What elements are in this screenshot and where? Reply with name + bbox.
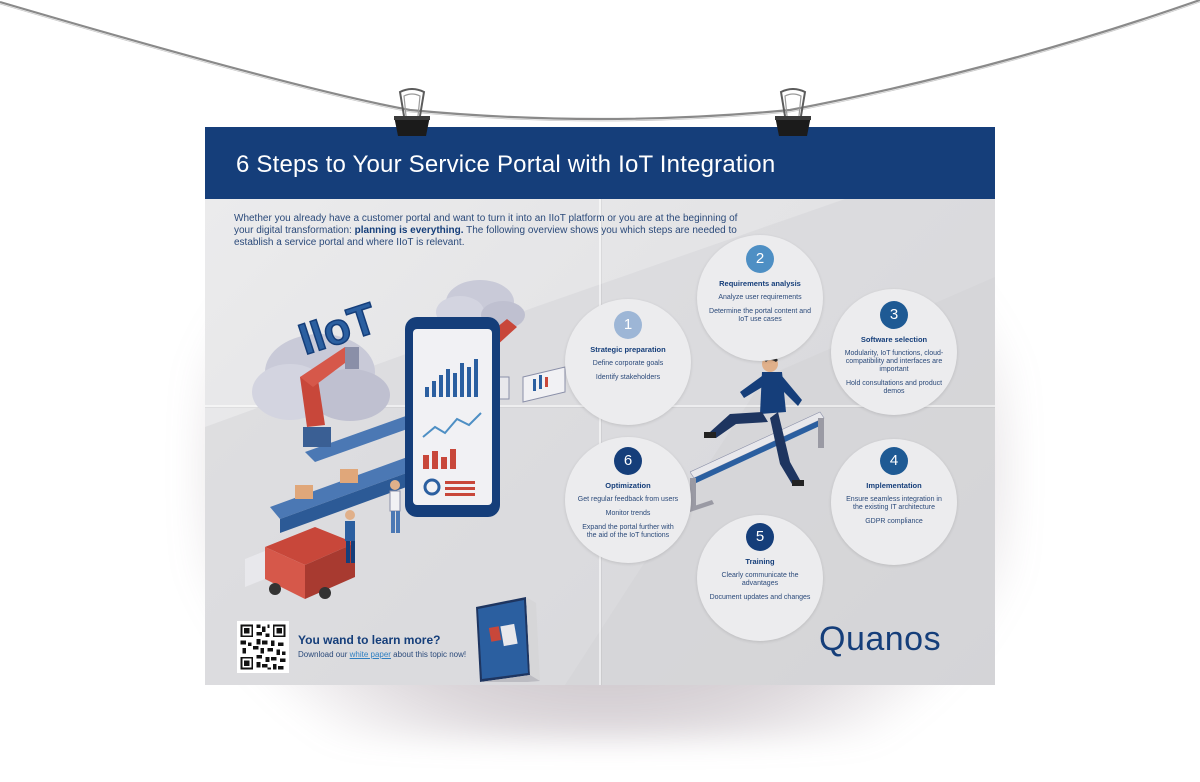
- bar-chart-icon: [425, 359, 478, 397]
- step-number-1: 1: [614, 311, 642, 339]
- step-card-6: 6 Optimization Get regular feedback from…: [565, 437, 691, 563]
- step-number-3: 3: [880, 301, 908, 329]
- white-paper-cover-icon: [476, 597, 540, 682]
- iiot-factory-illustration: IIoT: [245, 280, 566, 599]
- package-icon: [340, 469, 358, 483]
- qr-code-icon[interactable]: [237, 621, 289, 673]
- step-title-4: Implementation: [866, 481, 922, 490]
- intro-part2: The following overview shows you which s…: [234, 225, 737, 248]
- hurdle-runner-illustration: [690, 356, 825, 512]
- businessman-figure: [704, 356, 804, 486]
- poster: 6 Steps to Your Service Portal with IoT …: [205, 127, 995, 685]
- step-item: Determine the portal content and IoT use…: [709, 308, 811, 323]
- robot-arm-icon: [300, 347, 359, 447]
- binder-clip-icon: [394, 88, 430, 136]
- learn-more-text-before: Download our: [298, 650, 350, 659]
- poster-title: 6 Steps to Your Service Portal with IoT …: [236, 151, 776, 178]
- step-item: Expand the portal further with the aid o…: [582, 524, 674, 539]
- step-title-6: Optimization: [605, 481, 651, 490]
- step-card-4: 4 Implementation Ensure seamless integra…: [831, 439, 957, 565]
- quanos-logo: Quanos: [819, 620, 942, 658]
- learn-more-text-after: about this topic now!: [390, 650, 467, 659]
- step-card-2: 2 Requirements analysis Analyze user req…: [697, 235, 823, 361]
- monitor-icon: [522, 366, 566, 403]
- step-card-1: 1 Strategic preparation Define corporate…: [565, 299, 691, 425]
- step-title-5: Training: [745, 557, 775, 566]
- step-item: Define corporate goals: [592, 360, 664, 367]
- step-item: Modularity, IoT functions, cloud-compati…: [844, 350, 944, 373]
- step-number-4: 4: [880, 447, 908, 475]
- poster-header: 6 Steps to Your Service Portal with IoT …: [205, 127, 995, 199]
- binder-clip-icon: [775, 88, 811, 136]
- smartphone-icon: [405, 317, 500, 517]
- step-number-5: 5: [746, 523, 774, 551]
- step-item: Hold consultations and product demos: [845, 380, 943, 395]
- step-title-3: Software selection: [860, 335, 928, 344]
- step-item: Analyze user requirements: [718, 294, 802, 301]
- intro-part1: Whether you already have a customer port…: [234, 213, 738, 236]
- step-number-2: 2: [746, 245, 774, 273]
- learn-more-text: Download our white paper about this topi…: [298, 650, 466, 659]
- step-item: GDPR compliance: [865, 518, 923, 525]
- step-title-2: Requirements analysis: [719, 279, 801, 288]
- step-item: Ensure seamless integration in the exist…: [846, 496, 942, 511]
- step-item: Get regular feedback from users: [577, 496, 679, 503]
- white-paper-link[interactable]: white paper: [349, 650, 391, 659]
- step-item: Identify stakeholders: [595, 374, 661, 381]
- step-item: Clearly communicate the advantages: [721, 572, 799, 587]
- hanging-wire: [0, 0, 1200, 122]
- intro-text: Whether you already have a customer port…: [234, 213, 744, 249]
- truck-icon: [245, 527, 355, 599]
- step-card-5: 5 Training Clearly communicate the advan…: [697, 515, 823, 641]
- step-card-3: 3 Software selection Modularity, IoT fun…: [831, 289, 957, 415]
- dashboard-bars: [423, 449, 456, 469]
- worker-figure: [389, 480, 401, 533]
- step-number-6: 6: [614, 447, 642, 475]
- step-item: Document updates and changes: [709, 594, 811, 601]
- package-icon: [295, 485, 313, 499]
- step-title-1: Strategic preparation: [590, 345, 666, 354]
- learn-more-title: You wand to learn more?: [298, 633, 441, 647]
- worker-figure: [345, 510, 355, 563]
- intro-bold: planning is everything.: [354, 225, 464, 236]
- step-item: Monitor trends: [605, 510, 651, 517]
- hurdle-icon: [690, 411, 825, 512]
